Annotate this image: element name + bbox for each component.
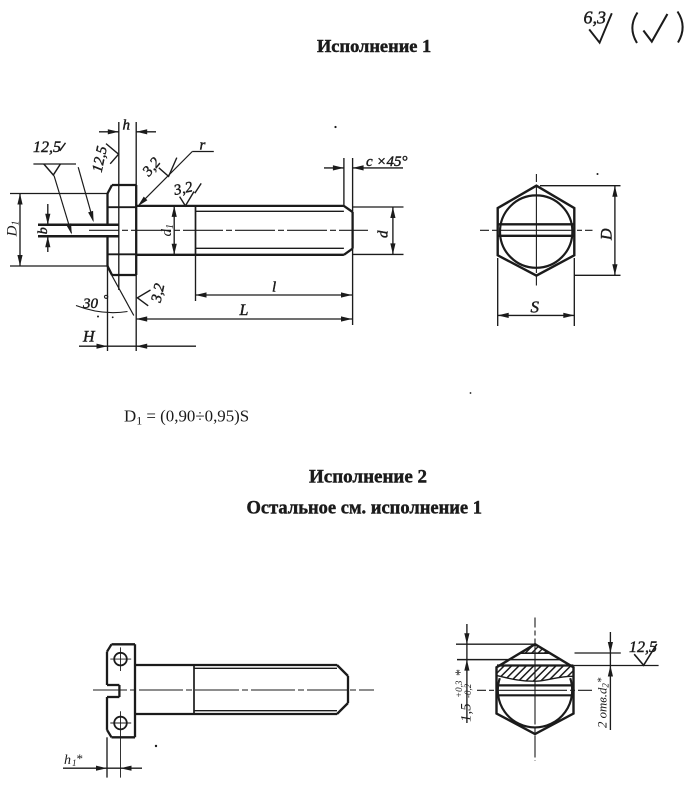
svg-text:S: S	[531, 298, 540, 317]
svg-text:l: l	[272, 280, 276, 296]
svg-text:3,2: 3,2	[172, 179, 195, 199]
svg-text:D1 = (0,90÷0,95)S: D1 = (0,90÷0,95)S	[124, 407, 249, 428]
svg-text:-0,2: -0,2	[463, 683, 473, 698]
svg-text:h: h	[64, 753, 71, 768]
svg-text:°: °	[104, 291, 109, 306]
svg-text:3,2: 3,2	[149, 282, 169, 305]
svg-text:12,5: 12,5	[629, 639, 657, 656]
svg-text:*: *	[454, 669, 469, 676]
svg-text:r: r	[200, 138, 206, 154]
svg-text:30: 30	[82, 296, 99, 312]
svg-text:1: 1	[72, 758, 77, 768]
svg-text:h: h	[123, 118, 131, 134]
svg-text:2 отв.d2*: 2 отв.d2*	[596, 677, 611, 728]
svg-text:Исполнение 2: Исполнение 2	[309, 467, 427, 488]
svg-text:Исполнение 1: Исполнение 1	[317, 36, 431, 56]
svg-text:d: d	[376, 230, 392, 238]
svg-text:+0,3: +0,3	[454, 680, 464, 698]
svg-text:Остальное см. исполнение 1: Остальное см. исполнение 1	[247, 499, 483, 519]
svg-text:H: H	[82, 329, 96, 346]
svg-text:6,3: 6,3	[584, 8, 607, 28]
svg-text:12,5: 12,5	[33, 139, 61, 156]
svg-text:*: *	[77, 751, 84, 766]
svg-text:1,5: 1,5	[459, 703, 475, 722]
svg-text:c ×45°: c ×45°	[366, 154, 408, 170]
svg-text:b: b	[36, 227, 51, 234]
svg-text:L: L	[239, 302, 249, 319]
svg-text:12,5: 12,5	[90, 144, 111, 173]
svg-text:D: D	[599, 228, 616, 241]
